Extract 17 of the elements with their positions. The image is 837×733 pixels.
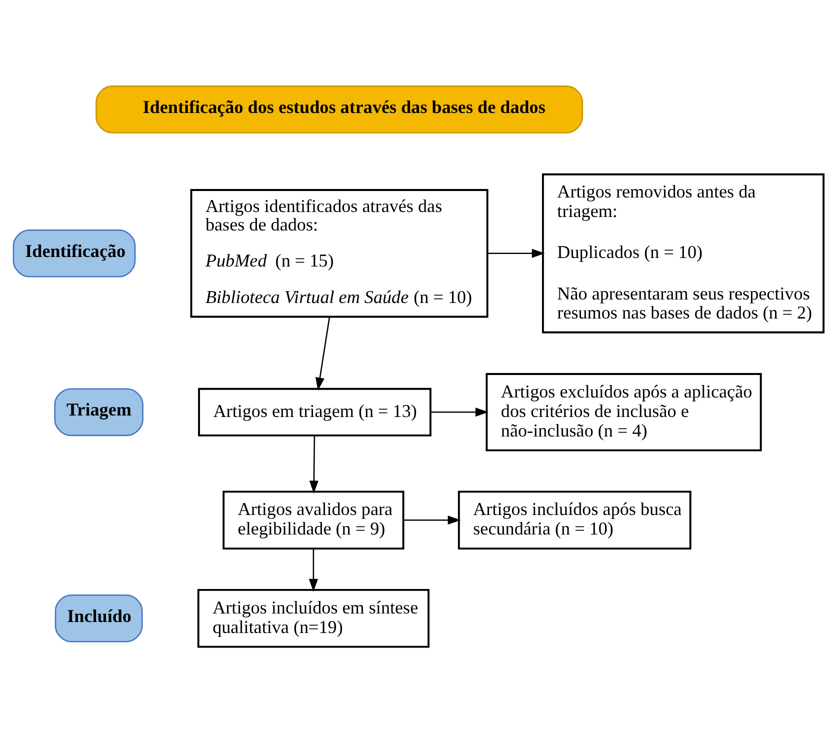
arrow (308, 548, 318, 592)
arrow (315, 316, 330, 391)
arrow (404, 516, 461, 525)
arrow (487, 248, 545, 258)
node-box: Artigos avalidos para elegibilidade (n = 9) (222, 490, 404, 550)
node-box: Artigos incluídos em síntese qualitativa (n=19) (197, 588, 430, 648)
node-box: Incluído (54, 594, 143, 642)
node-box: Artigos em triagem (n = 13) (198, 388, 432, 436)
node-box: Artigos excluídos após a aplicação dos critérios de inclusão e não-inclusão (n = 4) (486, 373, 762, 452)
arrow (309, 436, 318, 494)
node-box: Triagem (54, 388, 144, 436)
node-box: Artigos incluídos após busca secundária (n = 10) (458, 490, 692, 550)
node-box: Identificação dos estudos através das bases de dados (96, 86, 584, 134)
node-box: Identificação (12, 229, 136, 278)
node-box: Artigos identificados através das bases de dados: PubMed (n = 15) Biblioteca Virtual em Saúde (n = 10) (190, 189, 488, 318)
arrow (430, 408, 488, 417)
node-box: Artigos removidos antes da triagem: Duplicados (n = 10) Não apresentaram seus respectivos resumos nas bases de dados (n = 2) (542, 173, 824, 334)
